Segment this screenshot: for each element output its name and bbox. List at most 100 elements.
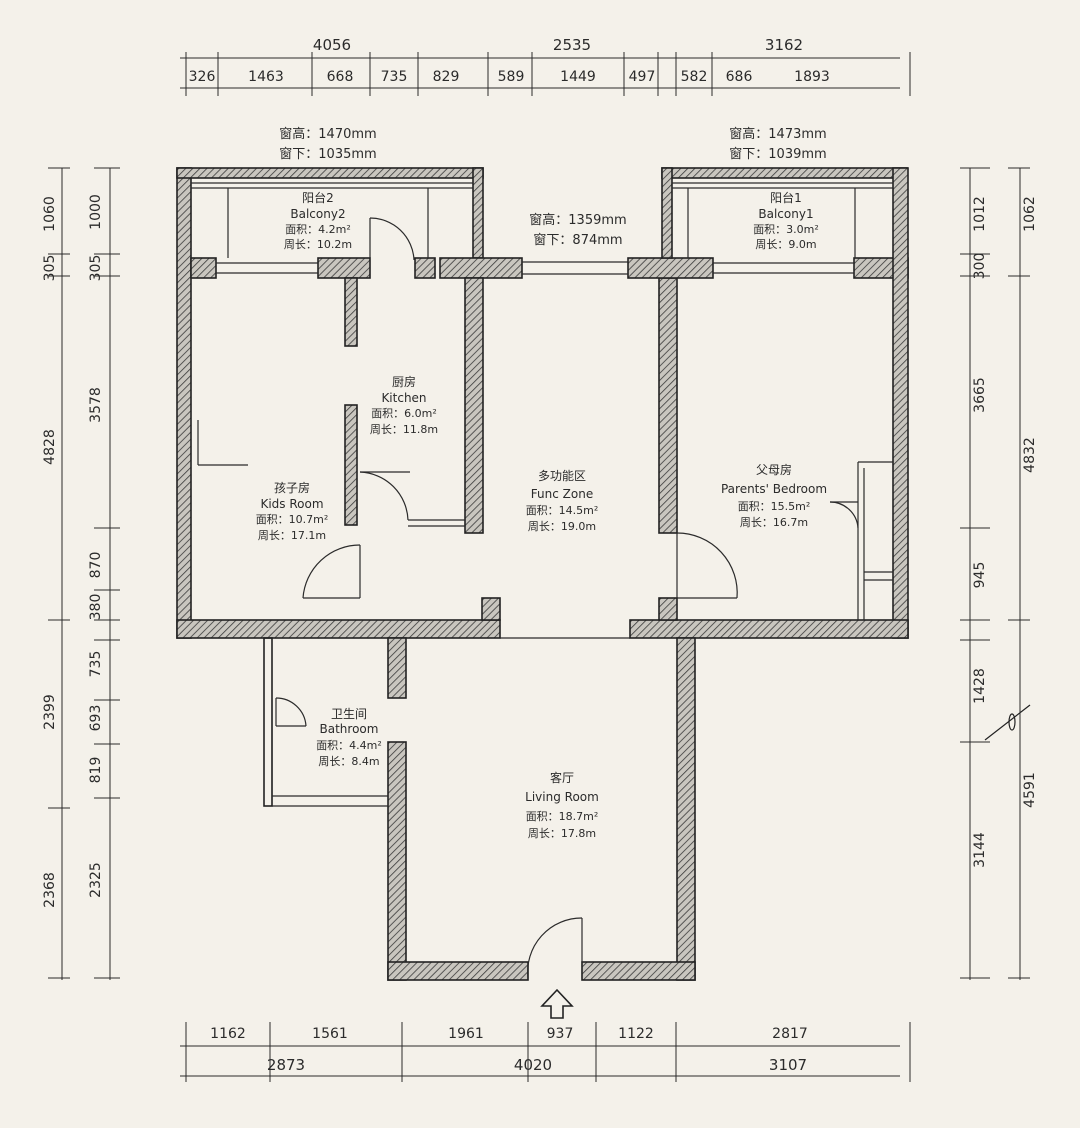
kitchen-name-en: Kitchen — [381, 391, 426, 405]
dim-left-outer-2: 305 — [42, 255, 58, 282]
dim-top-1: 326 — [189, 69, 216, 85]
living-name-cn: 客厅 — [550, 770, 574, 785]
dim-right-inner-3: 3665 — [972, 377, 988, 413]
dim-bottom-overall-2: 4020 — [514, 1056, 552, 1074]
walls — [176, 167, 909, 981]
dim-bottom-1: 1162 — [210, 1026, 246, 1042]
linework — [191, 182, 893, 980]
dim-top-9: 582 — [681, 69, 708, 85]
dim-left-inner-7: 693 — [88, 705, 104, 732]
top-dimensions: 4056 2535 3162 326 1463 668 735 829 589 … — [189, 36, 830, 85]
balcony1-window-height: 窗高：1473mm — [729, 126, 826, 142]
func-window-sill: 窗下：874mm — [533, 232, 622, 248]
dim-left-inner-2: 305 — [88, 255, 104, 282]
bathroom-perimeter: 周长：8.4m — [318, 755, 379, 768]
living-name-en: Living Room — [525, 790, 599, 804]
dim-top-2: 1463 — [248, 69, 284, 85]
dim-left-inner-9: 2325 — [88, 862, 104, 898]
north-marker-icon — [984, 704, 1031, 741]
bathroom-area: 面积：4.4m² — [316, 739, 382, 752]
kids-area: 面积：10.7m² — [256, 513, 329, 526]
left-dimensions: 1060 305 4828 2399 2368 1000 305 3578 87… — [42, 194, 104, 908]
dim-bottom-6: 2817 — [772, 1026, 808, 1042]
func-window-height: 窗高：1359mm — [529, 212, 626, 228]
dim-bottom-3: 1961 — [448, 1026, 484, 1042]
dim-left-outer-5: 2368 — [42, 872, 58, 908]
dim-left-outer-3: 4828 — [42, 429, 58, 465]
dim-bottom-4: 937 — [547, 1026, 574, 1042]
dim-right-inner-5: 1428 — [972, 668, 988, 704]
kitchen-name-cn: 厨房 — [392, 374, 416, 389]
room-living: 客厅 Living Room 面积：18.7m² 周长：17.8m — [525, 770, 599, 840]
dim-right-outer-2: 4832 — [1022, 437, 1038, 473]
balcony1-perimeter: 周长：9.0m — [755, 238, 816, 251]
balcony1-name-cn: 阳台1 — [770, 190, 802, 205]
func-perimeter: 周长：19.0m — [528, 520, 596, 533]
dim-top-4: 735 — [381, 69, 408, 85]
balcony1-area: 面积：3.0m² — [753, 223, 819, 236]
balcony2-name-cn: 阳台2 — [302, 190, 334, 205]
balcony1-window-sill: 窗下：1039mm — [729, 146, 826, 162]
entrance-arrow-icon — [540, 988, 574, 1019]
window-notes: 窗高：1470mm 窗下：1035mm 窗高：1473mm 窗下：1039mm … — [279, 126, 826, 248]
func-name-cn: 多功能区 — [538, 469, 586, 483]
dim-bottom-overall-1: 2873 — [267, 1056, 305, 1074]
room-bathroom: 卫生间 Bathroom 面积：4.4m² 周长：8.4m — [316, 707, 382, 768]
balcony2-name-en: Balcony2 — [290, 207, 345, 221]
balcony2-window-height: 窗高：1470mm — [279, 126, 376, 142]
bottom-dimensions: 1162 1561 1961 937 1122 2817 2873 4020 3… — [210, 1026, 808, 1074]
dim-bottom-overall-3: 3107 — [769, 1056, 807, 1074]
balcony2-perimeter: 周长：10.2m — [284, 238, 352, 251]
dimension-ticks — [48, 52, 1030, 1082]
parents-name-cn: 父母房 — [756, 462, 792, 477]
room-balcony2: 阳台2 Balcony2 面积：4.2m² 周长：10.2m — [284, 190, 352, 251]
dim-left-outer-1: 1060 — [42, 196, 58, 232]
bathroom-name-cn: 卫生间 — [331, 707, 367, 721]
dim-left-inner-3: 3578 — [88, 387, 104, 423]
dim-right-inner-1: 1012 — [972, 196, 988, 232]
dim-top-11: 1893 — [794, 69, 830, 85]
room-balcony1: 阳台1 Balcony1 面积：3.0m² 周长：9.0m — [753, 190, 819, 251]
parents-area: 面积：15.5m² — [738, 500, 811, 513]
right-dimensions: 1012 300 3665 945 1428 3144 1062 4832 45… — [972, 196, 1038, 868]
dim-top-8: 497 — [629, 69, 656, 85]
kids-perimeter: 周长：17.1m — [258, 529, 326, 542]
balcony2-area: 面积：4.2m² — [285, 223, 351, 236]
dim-right-inner-4: 945 — [972, 562, 988, 589]
dim-top-overall-3: 3162 — [765, 36, 803, 54]
dim-right-inner-2: 300 — [972, 253, 988, 280]
kitchen-perimeter: 周长：11.8m — [370, 423, 438, 436]
balcony2-window-sill: 窗下：1035mm — [279, 146, 376, 162]
dim-top-7: 1449 — [560, 69, 596, 85]
room-func-zone: 多功能区 Func Zone 面积：14.5m² 周长：19.0m — [526, 469, 599, 533]
dim-right-outer-3: 4591 — [1022, 772, 1038, 808]
dim-top-3: 668 — [327, 69, 354, 85]
dimension-lines — [61, 57, 1021, 1077]
dim-right-inner-6: 3144 — [972, 832, 988, 868]
room-kids: 孩子房 Kids Room 面积：10.7m² 周长：17.1m — [256, 480, 329, 542]
room-parents: 父母房 Parents' Bedroom 面积：15.5m² 周长：16.7m — [721, 462, 827, 529]
dim-left-outer-4: 2399 — [42, 694, 58, 730]
dim-right-outer-1: 1062 — [1022, 196, 1038, 232]
dim-left-inner-4: 870 — [88, 552, 104, 579]
kids-name-en: Kids Room — [260, 497, 323, 511]
func-area: 面积：14.5m² — [526, 504, 599, 517]
dim-top-overall-1: 4056 — [313, 36, 351, 54]
bathroom-name-en: Bathroom — [320, 722, 379, 736]
kitchen-area: 面积：6.0m² — [371, 407, 437, 420]
dim-top-overall-2: 2535 — [553, 36, 591, 54]
parents-name-en: Parents' Bedroom — [721, 482, 827, 496]
parents-perimeter: 周长：16.7m — [740, 516, 808, 529]
kids-name-cn: 孩子房 — [274, 480, 310, 495]
dim-left-inner-5: 380 — [88, 594, 104, 621]
dim-bottom-2: 1561 — [312, 1026, 348, 1042]
balcony1-name-en: Balcony1 — [758, 207, 813, 221]
dim-left-inner-8: 819 — [88, 757, 104, 784]
dim-bottom-5: 1122 — [618, 1026, 654, 1042]
func-name-en: Func Zone — [531, 487, 593, 501]
room-kitchen: 厨房 Kitchen 面积：6.0m² 周长：11.8m — [370, 374, 438, 436]
dim-top-6: 589 — [498, 69, 525, 85]
dim-top-10: 686 — [726, 69, 753, 85]
living-area: 面积：18.7m² — [526, 810, 599, 823]
